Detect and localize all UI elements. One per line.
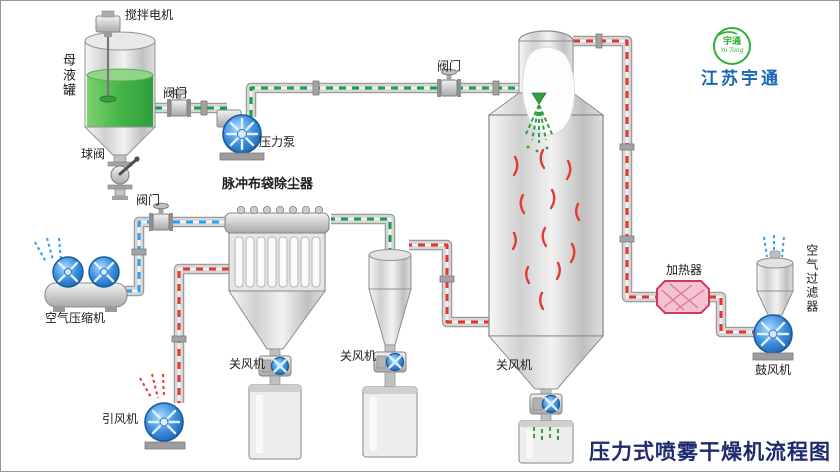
label-main-valve: 阀门 <box>437 59 462 73</box>
powder-marks <box>533 427 559 441</box>
pipe-flanges <box>131 33 635 343</box>
spray-tower <box>487 30 605 390</box>
bagfilter-fan-pipe <box>173 263 229 403</box>
bag-dust-collector <box>224 205 330 350</box>
label-feed-valve: 阀门 <box>163 86 188 100</box>
label-induced-fan: 引风机 <box>102 412 139 426</box>
feed-valve-icon <box>167 88 191 117</box>
rotary-valve-cyclone-icon <box>373 344 407 388</box>
label-air-filter: 空气过滤器 <box>804 244 819 314</box>
cyclone-separator <box>368 249 412 346</box>
collection-bin-cyclone <box>362 386 418 458</box>
rotary-valve-bag-icon <box>258 348 292 386</box>
label-bag-filter: 脉冲布袋除尘器 <box>222 177 314 192</box>
tower-outlet-pipe <box>409 239 491 328</box>
spray-nozzle-icon <box>531 92 547 105</box>
cyclone-outlet-pipe <box>331 213 396 255</box>
logo-badge-text: 宇通 <box>722 36 741 47</box>
induced-fan-icon <box>139 373 186 450</box>
ball-valve-icon <box>107 154 140 200</box>
label-heater: 加热器 <box>666 263 703 277</box>
pulse-valve-heads <box>236 205 323 214</box>
air-compressor-icon <box>34 237 128 312</box>
spray-mist <box>525 104 553 153</box>
diagram-title: 压力式喷雾干燥机流程图 <box>589 440 831 464</box>
pulse-valve-icon <box>149 202 173 231</box>
collection-bin-tower <box>518 420 574 464</box>
label-stir-motor: 搅拌电机 <box>125 8 174 22</box>
agitator-icon <box>99 95 117 103</box>
label-blower: 鼓风机 <box>755 363 792 377</box>
heater-blower-pipe <box>709 291 754 338</box>
pressure-pump-icon <box>216 109 265 161</box>
blower-icon <box>752 314 794 361</box>
mother-tank <box>83 31 157 156</box>
main-valve-icon <box>437 68 461 97</box>
label-rotary-valve-tower: 关风机 <box>496 358 533 372</box>
exhaust-marks <box>139 373 165 400</box>
rotary-valve-tower-icon <box>529 388 563 422</box>
logo-badge-subtext: Yu Tong <box>720 46 744 54</box>
label-pulse-valve: 阀门 <box>136 193 161 207</box>
hot-zone-marks <box>511 148 581 311</box>
label-mother-tank: 母液罐 <box>59 53 75 98</box>
company-name: 江苏宇通 <box>701 69 781 89</box>
pulse-air-pipe <box>125 216 227 297</box>
heater-icon <box>656 280 710 314</box>
label-rotary-valve-bag: 关风机 <box>229 357 266 371</box>
label-ball-valve: 球阀 <box>81 147 106 161</box>
label-air-compressor: 空气压缩机 <box>45 311 106 325</box>
stir-motor-icon <box>95 10 121 37</box>
label-pressure-pump: 压力泵 <box>259 135 296 149</box>
collection-bin-bag <box>248 384 302 460</box>
compressor-intake-marks <box>34 237 62 263</box>
filter-bags <box>234 236 321 288</box>
company-logo: 宇通 Yu Tong <box>713 27 751 65</box>
label-rotary-valve-cyclone: 关风机 <box>340 349 377 363</box>
air-filter-icon <box>756 235 794 316</box>
tower-cutaway <box>522 46 576 136</box>
